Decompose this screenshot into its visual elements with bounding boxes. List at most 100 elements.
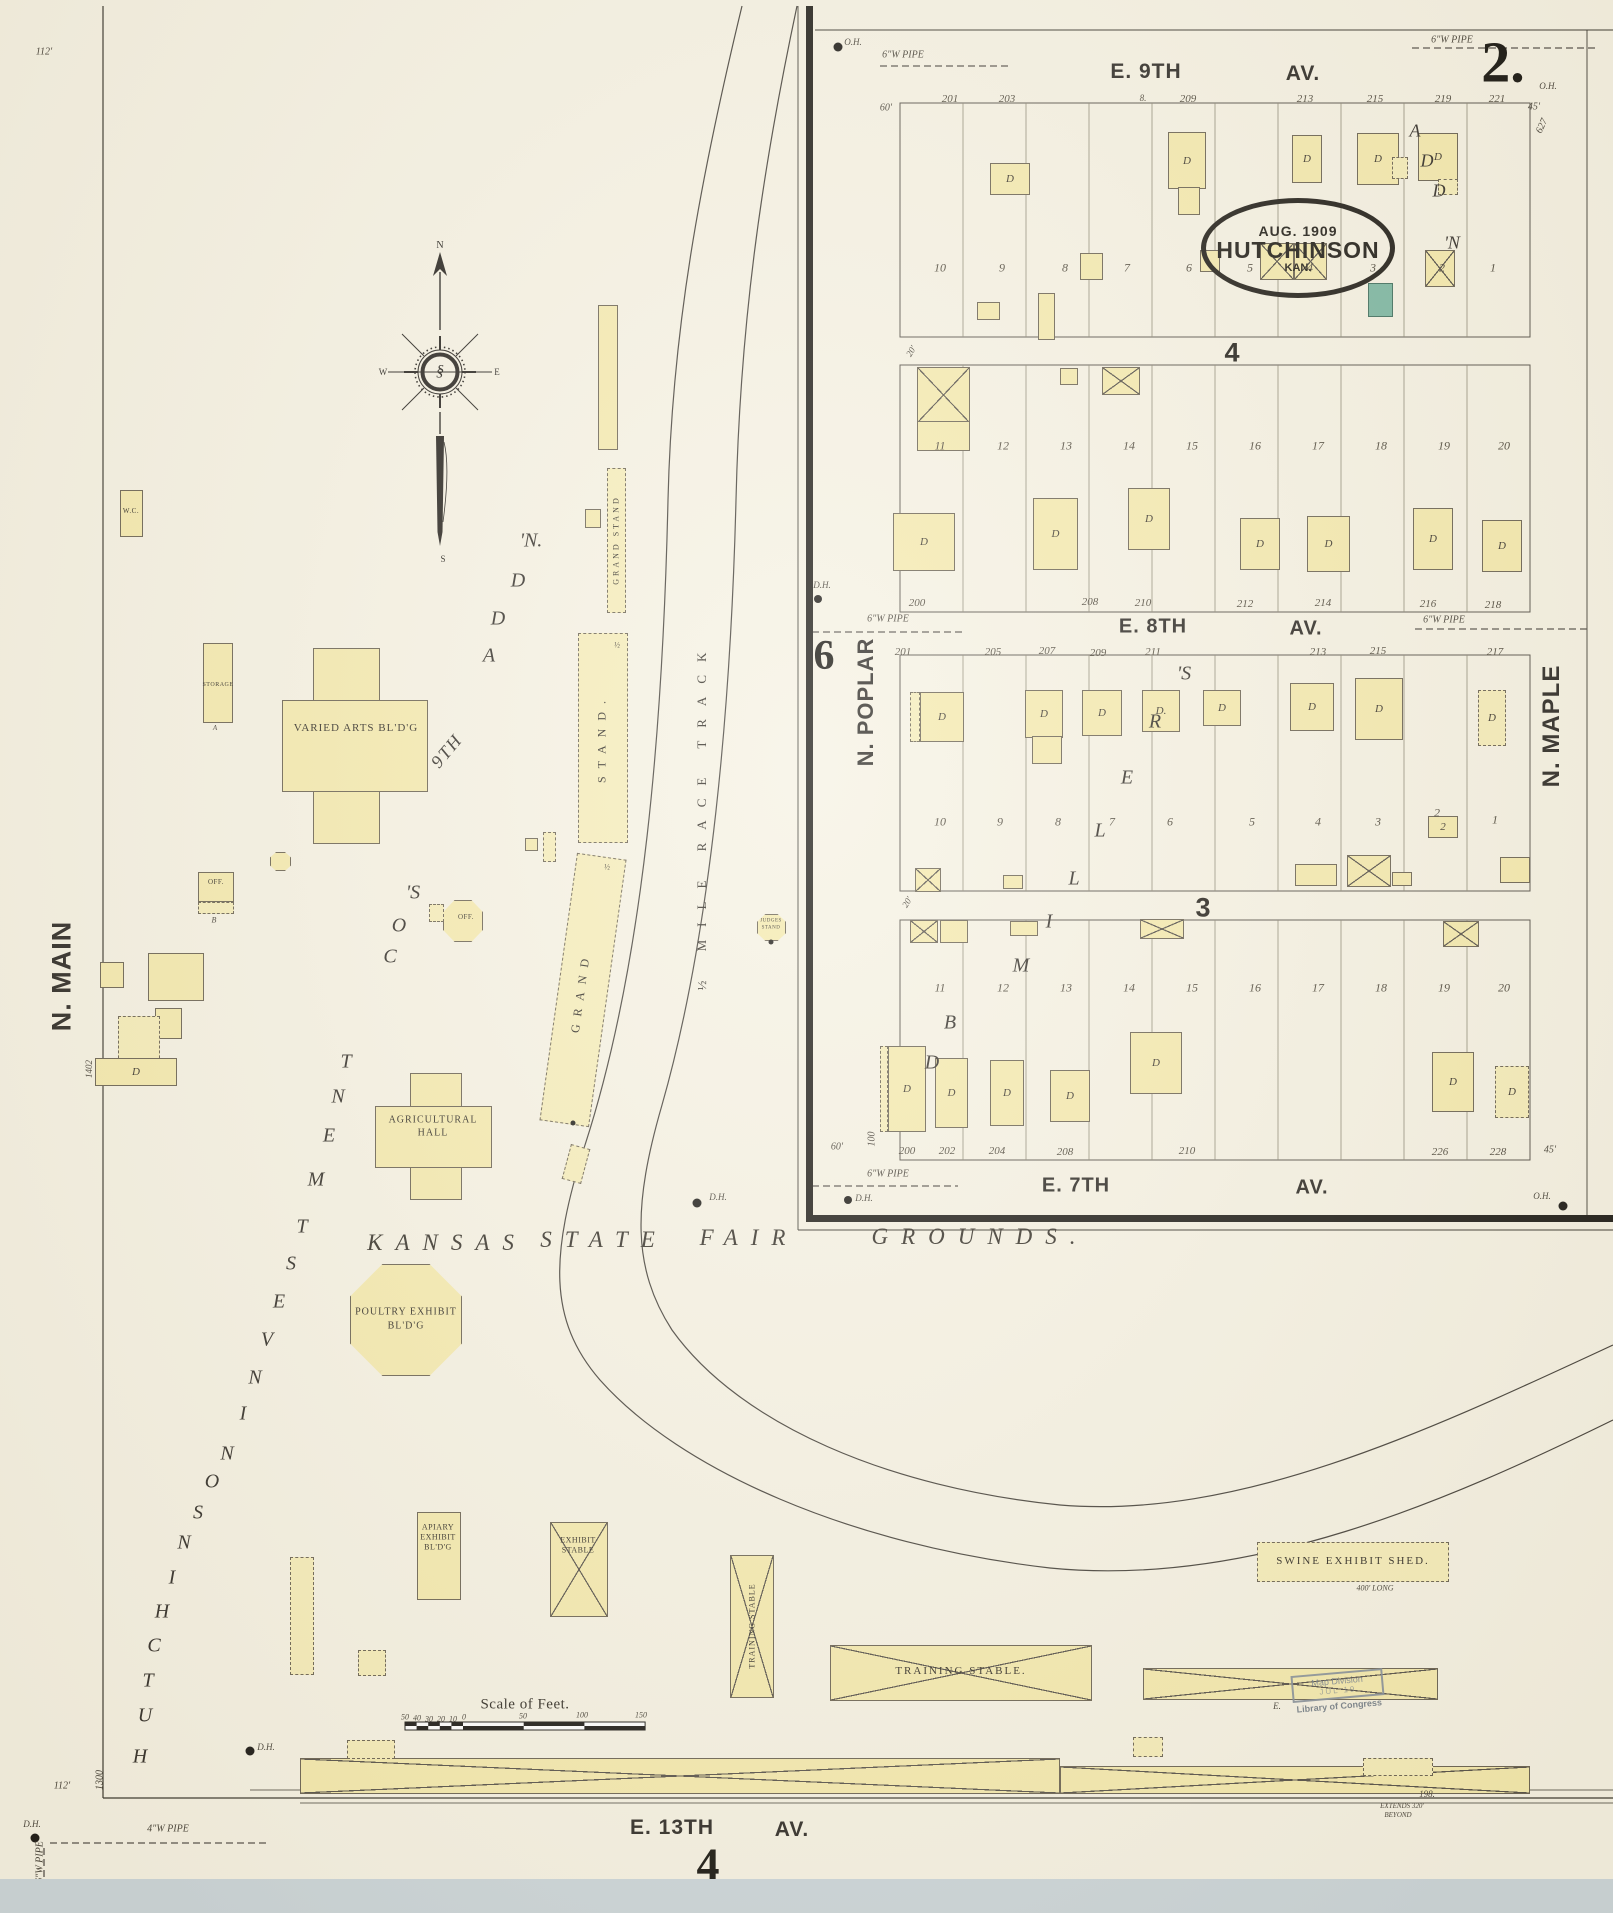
map-label: 6"W PIPE <box>882 49 924 61</box>
building <box>1257 1542 1449 1582</box>
building <box>578 633 628 843</box>
building-dwelling: D <box>1482 520 1522 572</box>
map-label: STAND <box>761 925 781 931</box>
map-label: I <box>239 1402 247 1425</box>
building-dwelling: D <box>1240 518 1280 570</box>
map-label: 112' <box>53 1780 71 1792</box>
building-dwelling: D <box>1355 678 1403 740</box>
building-dwelling: D <box>1033 498 1078 570</box>
building <box>270 852 291 871</box>
map-label: 228 <box>1489 1146 1507 1158</box>
map-label: A <box>212 724 218 732</box>
map-label: GRAND <box>567 950 594 1034</box>
building-dwelling: D <box>935 1058 968 1128</box>
map-label: 30 <box>425 1714 433 1724</box>
map-label: H <box>132 1745 148 1768</box>
map-label: 213 <box>1309 646 1327 658</box>
building-dwelling: D <box>1432 1052 1474 1112</box>
map-label: 12 <box>997 980 1009 995</box>
building-label: D <box>1256 538 1264 550</box>
building <box>730 1555 774 1698</box>
map-label: 18 <box>1375 438 1387 453</box>
map-label: 4 <box>696 1838 720 1890</box>
map-label: 208 <box>1081 596 1099 608</box>
building-dwelling: D <box>1203 690 1241 726</box>
building <box>880 1046 888 1132</box>
building <box>300 1758 1060 1794</box>
building <box>282 700 428 792</box>
map-label: OFF. <box>207 878 225 886</box>
map-label: TRAINING STABLE. <box>895 1665 1027 1677</box>
map-label: AGRICULTURAL <box>388 1114 478 1126</box>
map-label: 6"W PIPE <box>1423 614 1465 626</box>
building <box>203 643 233 723</box>
building-dwelling: D <box>1413 508 1453 570</box>
stamp-city: HUTCHINSON <box>1216 236 1380 263</box>
building-label: D <box>1449 1076 1457 1088</box>
map-label: 10 <box>934 260 946 275</box>
map-label: D <box>490 607 506 630</box>
building-dwelling: D <box>1168 132 1206 189</box>
map-label: 17 <box>1312 980 1324 995</box>
map-label: AV. <box>1285 62 1321 85</box>
building <box>1363 1758 1433 1776</box>
building <box>1178 187 1200 215</box>
building <box>148 953 204 1001</box>
building <box>350 1264 462 1376</box>
map-label: 20 <box>1498 980 1510 995</box>
map-label: POULTRY EXHIBIT <box>355 1306 457 1318</box>
building <box>917 367 970 423</box>
map-label: R <box>1148 710 1162 733</box>
building-label: D <box>1434 151 1442 163</box>
building-dwelling: D <box>920 692 964 742</box>
map-label: 208 <box>1056 1146 1074 1158</box>
building-label: D <box>1006 173 1014 185</box>
map-label: 9 <box>999 260 1005 275</box>
map-label: N. MAPLE <box>1538 664 1565 788</box>
stamp-date: AUG. 1909 <box>1258 222 1338 239</box>
map-label: 20' <box>903 343 919 359</box>
map-label: D.H. <box>813 580 831 590</box>
map-label: C <box>383 945 397 968</box>
building-dwelling: D <box>1478 690 1506 746</box>
map-label: O <box>204 1470 220 1493</box>
map-label: D.H. <box>257 1742 275 1752</box>
building <box>120 490 143 537</box>
map-label: 226 <box>1431 1146 1449 1158</box>
building-label: D <box>1488 712 1496 724</box>
building <box>607 468 626 613</box>
map-label: T <box>340 1050 352 1073</box>
map-label: 3 <box>1195 892 1211 923</box>
map-label: 6"W PIPE <box>867 613 909 625</box>
map-label: AV. <box>774 1818 810 1841</box>
map-label: 202 <box>938 1145 956 1157</box>
building-dwelling: D <box>95 1058 177 1086</box>
building-label: D <box>1218 702 1226 714</box>
building-label: 2 <box>1440 821 1446 833</box>
map-label: ½ MILE RACE TRACK <box>694 639 709 991</box>
hydrant-dot-icon <box>768 939 774 945</box>
building-label: D <box>938 711 946 723</box>
hydrant-dot-icon <box>30 1833 40 1843</box>
map-label: E. <box>1273 1701 1281 1711</box>
building <box>1003 875 1023 889</box>
map-label: 201 <box>941 93 959 105</box>
map-label: 2 <box>1434 805 1440 820</box>
map-label: HALL <box>417 1127 449 1139</box>
building-label: D <box>1040 708 1048 720</box>
building <box>598 305 618 450</box>
building-label: D <box>920 536 928 548</box>
building <box>525 838 538 851</box>
map-label: O.H. <box>1539 81 1557 91</box>
map-label: SWINE EXHIBIT SHED. <box>1276 1555 1430 1567</box>
map-label: AV. <box>1289 617 1323 640</box>
map-label: 100 <box>576 1710 588 1720</box>
map-label: STORAGE <box>202 682 234 688</box>
map-label: VARIED ARTS BL'D'G <box>293 722 419 734</box>
map-label: 200 <box>908 597 926 609</box>
map-label: BL'D'G <box>387 1320 425 1332</box>
building <box>910 920 938 943</box>
map-label: 19 <box>1438 980 1450 995</box>
building-label: D <box>1051 528 1060 540</box>
building-dwelling: D <box>990 163 1030 195</box>
